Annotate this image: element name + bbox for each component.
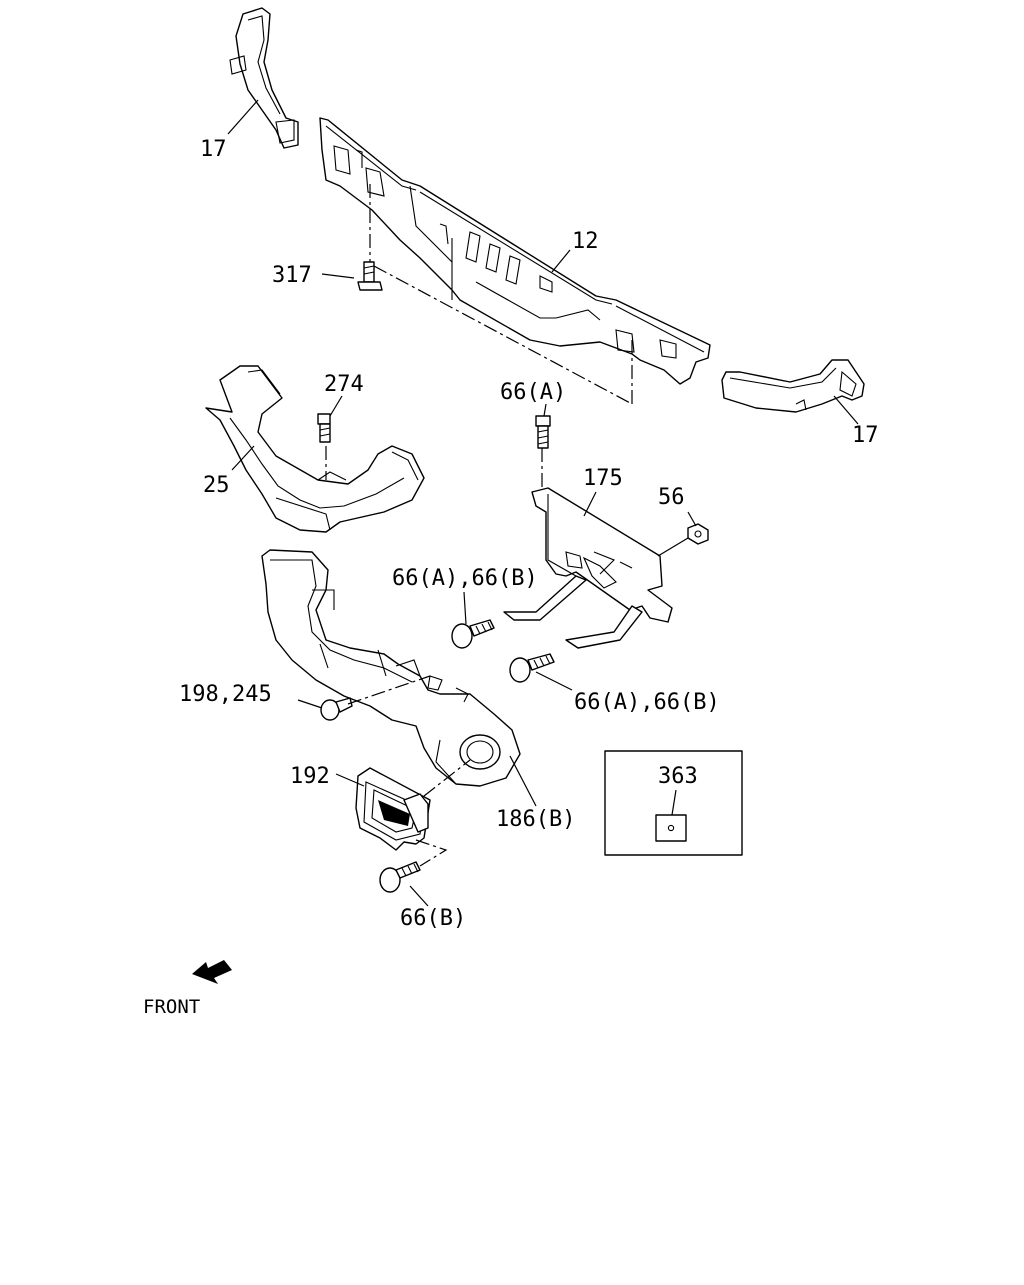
label-bracket-175: 175 [583, 466, 623, 491]
bolt-274 [317, 413, 331, 443]
label-bolt-66ab-left: 66(A),66(B) [392, 566, 538, 591]
label-hose-186b: 186(B) [496, 807, 575, 832]
label-bolt-66b-bottom: 66(B) [400, 906, 466, 931]
label-screw-198-245: 198,245 [179, 682, 272, 707]
leader-lines [227, 99, 859, 907]
duct-25 [205, 365, 425, 533]
label-bolt-274: 274 [324, 372, 364, 397]
frame-192 [355, 767, 431, 851]
front-arrow-icon [192, 960, 232, 984]
label-center-duct-12: 12 [572, 229, 599, 254]
label-inset-363: 363 [658, 764, 698, 789]
label-duct-17-right: 17 [852, 423, 879, 448]
bolt-66a-top [535, 415, 551, 449]
label-frame-192: 192 [290, 764, 330, 789]
label-screw-317: 317 [272, 263, 312, 288]
bolt-66ab-left [451, 619, 495, 649]
nut-56 [687, 523, 709, 545]
label-bolt-66a-top: 66(A) [500, 380, 566, 405]
duct-17-right [721, 359, 865, 413]
label-duct-25: 25 [203, 473, 230, 498]
label-bolt-66ab-right: 66(A),66(B) [574, 690, 720, 715]
inset-box-363 [604, 750, 743, 856]
hose-186b [261, 549, 521, 787]
bracket-175 [503, 487, 673, 649]
bolt-66ab-right [509, 653, 555, 683]
screw-317 [357, 261, 383, 291]
center-duct-12 [319, 117, 711, 385]
assembly-lines [325, 184, 633, 867]
duct-17-left [229, 7, 299, 149]
front-label: FRONT [143, 996, 200, 1018]
label-nut-56: 56 [658, 485, 685, 510]
label-duct-17-left: 17 [200, 137, 227, 162]
screw-198-245 [320, 697, 353, 721]
bolt-66b-bottom [379, 861, 421, 893]
